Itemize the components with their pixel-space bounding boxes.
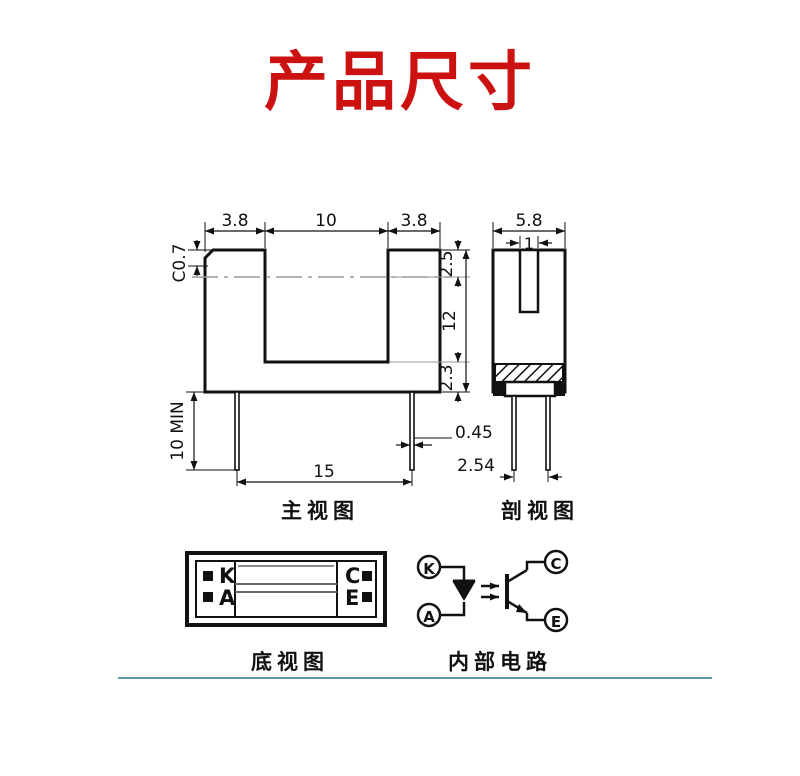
page-title: 产品尺寸 bbox=[264, 46, 536, 120]
dim-body-height: 12 bbox=[440, 310, 460, 332]
bottom-view-inner-frame bbox=[195, 560, 377, 618]
bottom-view: K A C E bbox=[185, 551, 387, 627]
circuit-terminal-e-node bbox=[543, 607, 569, 633]
front-view-lead-span-dimension: 15 bbox=[236, 462, 413, 486]
section-view-pin-left bbox=[511, 395, 517, 471]
front-view: 3.8 10 3.8 C0.7 bbox=[168, 211, 493, 486]
bottom-view-pad-c bbox=[362, 571, 372, 581]
internal-circuit-label: 内部电路 bbox=[448, 650, 552, 674]
bottom-view-pad-label-c: C bbox=[345, 564, 360, 588]
section-view-pin-pitch-dimension: 2.54 bbox=[457, 456, 562, 482]
dim-right-wall-width: 3.8 bbox=[400, 211, 427, 231]
front-view-right-dimension-chain: 2.5 12 2.3 bbox=[390, 240, 470, 402]
section-view-base-left bbox=[493, 382, 505, 396]
dim-top-segment: 2.5 bbox=[437, 250, 457, 277]
dim-left-wall-width: 3.8 bbox=[221, 211, 248, 231]
section-view-slot bbox=[518, 248, 540, 314]
dim-chamfer: C0.7 bbox=[170, 244, 190, 283]
circuit-terminal-label-e: E bbox=[551, 613, 561, 631]
front-view-lead-thickness-dimension: 0.45 bbox=[396, 423, 493, 449]
dim-lead-thickness: 0.45 bbox=[455, 423, 493, 443]
dim-lead-length: 10 MIN bbox=[168, 401, 188, 460]
dim-lead-span: 15 bbox=[313, 462, 335, 482]
circuit-optical-coupling-arrows bbox=[481, 582, 499, 601]
circuit-wire-k-to-led bbox=[440, 565, 466, 580]
circuit-terminal-c-node bbox=[543, 549, 569, 575]
front-view-lead-right bbox=[409, 391, 415, 471]
bottom-view-pad-label-a: A bbox=[219, 586, 236, 610]
dim-slot-width: 10 bbox=[315, 211, 337, 231]
bottom-view-pad-e bbox=[362, 592, 372, 602]
bottom-view-pad-a bbox=[203, 592, 213, 602]
bottom-view-pad-label-e: E bbox=[345, 586, 359, 610]
circuit-transistor-emitter-arrow bbox=[516, 604, 527, 613]
section-view-width-dimension: 5.8 bbox=[492, 211, 566, 248]
front-view-body-outline bbox=[203, 248, 442, 394]
bottom-view-pad-label-k: K bbox=[219, 564, 236, 588]
circuit-transistor-collector-lead bbox=[506, 568, 528, 584]
circuit-terminal-label-k: K bbox=[423, 560, 436, 578]
dim-pin-pitch: 2.54 bbox=[457, 456, 495, 476]
front-view-lead-length-dimension: 10 MIN bbox=[168, 391, 237, 471]
dim-slot-depth: 1 bbox=[524, 234, 534, 253]
circuit-terminal-label-c: C bbox=[550, 555, 561, 573]
section-view-label: 剖视图 bbox=[501, 499, 579, 523]
bottom-view-label: 底视图 bbox=[251, 650, 329, 674]
circuit-wire-collector-to-c bbox=[525, 560, 545, 570]
front-view-label: 主视图 bbox=[281, 499, 359, 523]
circuit-wire-emitter-to-e bbox=[525, 613, 545, 622]
front-view-lead-left bbox=[234, 391, 240, 471]
circuit-wire-led-to-a bbox=[440, 602, 466, 617]
dim-body-depth: 5.8 bbox=[515, 211, 542, 231]
front-view-chamfer-dimension: C0.7 bbox=[170, 240, 213, 282]
circuit-led-symbol bbox=[452, 581, 476, 601]
section-view-pin-right bbox=[545, 395, 551, 471]
bottom-view-pad-k bbox=[203, 571, 213, 581]
section-view-slot-dimension: 1 bbox=[506, 234, 552, 253]
section-view-hatched-band bbox=[494, 363, 564, 383]
dim-bottom-segment: 2.3 bbox=[437, 364, 457, 391]
front-view-top-dimension-chain: 3.8 10 3.8 bbox=[204, 211, 441, 252]
section-view-base-right bbox=[555, 382, 565, 396]
section-view-inner-cavity bbox=[503, 380, 557, 398]
internal-circuit-diagram: K A C bbox=[416, 549, 569, 633]
circuit-terminal-label-a: A bbox=[423, 608, 435, 626]
section-view: 5.8 1 2.54 bbox=[457, 211, 567, 482]
